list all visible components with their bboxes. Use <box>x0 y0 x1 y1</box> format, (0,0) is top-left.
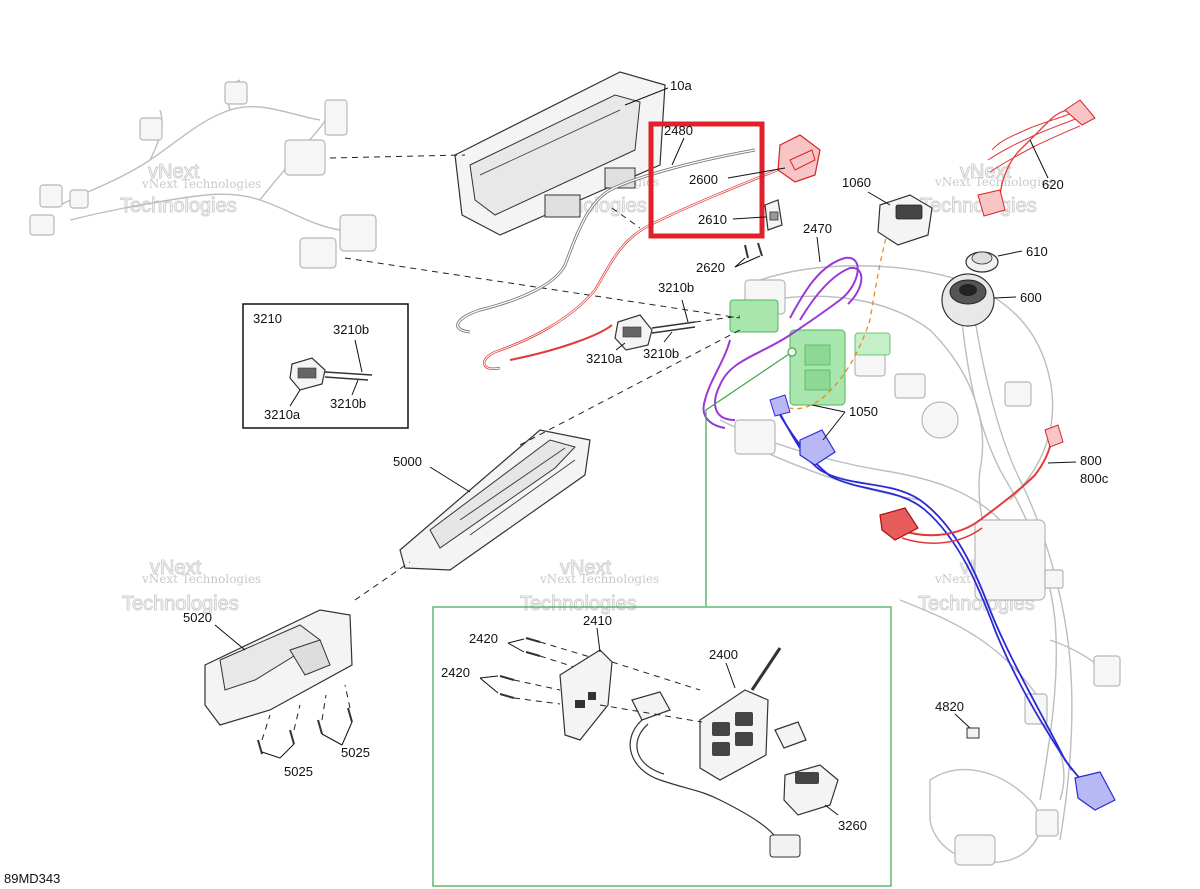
label-2420-bottom: 2420 <box>441 665 470 680</box>
wire-2600 <box>483 134 821 371</box>
watermark-text: vNext Technologies <box>141 177 261 191</box>
watermark-big-2: Technologies <box>122 593 239 615</box>
label-620: 620 <box>1042 177 1064 192</box>
switch-1060: 1060 <box>842 175 933 246</box>
label-3210b-top: 3210b <box>658 280 694 295</box>
connector-3210: 3210b 3210a 3210b <box>586 280 741 366</box>
label-600: 600 <box>1020 290 1042 305</box>
wire-2480 <box>456 148 756 334</box>
screws-5025: 5025 5025 <box>257 684 370 779</box>
watermark-big-2: Technologies <box>120 195 237 217</box>
module-5000: 5000 <box>393 429 591 571</box>
label-2480: 2480 <box>664 123 693 138</box>
label-5020: 5020 <box>183 610 212 625</box>
cluster-harness <box>29 79 377 269</box>
cable-800: 800 800c <box>879 424 1109 544</box>
label-800c: 800c <box>1080 471 1109 486</box>
link-line-orange <box>789 229 889 410</box>
label-5000: 5000 <box>393 454 422 469</box>
main-wiring-harness <box>719 265 1121 866</box>
label-2470: 2470 <box>803 221 832 236</box>
instrument-cluster-10a: 10a <box>454 71 692 236</box>
bracket-5020: 5020 <box>183 609 353 726</box>
link-line <box>329 154 466 159</box>
label-2410: 2410 <box>583 613 612 628</box>
label-2620: 2620 <box>696 260 725 275</box>
inset-2400: 2420 2420 2410 2400 3260 <box>432 347 892 887</box>
inset-3210: 3210 3210b 3210a 3210b <box>242 303 409 429</box>
inset-label-3210b-bot: 3210b <box>330 396 366 411</box>
inset-label-3210a: 3210a <box>264 407 301 422</box>
ignition-600: 600 <box>941 273 1042 327</box>
label-800: 800 <box>1080 453 1102 468</box>
lanyard-620: 620 <box>977 99 1096 217</box>
watermark-text: vNext Technologies <box>141 572 261 586</box>
inset-title-3210: 3210 <box>253 311 282 326</box>
label-2610: 2610 <box>698 212 727 227</box>
label-3210a: 3210a <box>586 351 623 366</box>
label-1050: 1050 <box>849 404 878 419</box>
watermark-big-1: vNext <box>150 557 202 579</box>
wire-1050: 1050 <box>769 394 1116 811</box>
label-4820: 4820 <box>935 699 964 714</box>
label-3260: 3260 <box>838 818 867 833</box>
inset-label-3210b-top: 3210b <box>333 322 369 337</box>
label-10a: 10a <box>670 78 692 93</box>
watermark-big-1: vNext <box>960 161 1012 183</box>
label-5025-right: 5025 <box>341 745 370 760</box>
link-line <box>354 561 411 601</box>
label-2420-top: 2420 <box>469 631 498 646</box>
label-3210b: 3210b <box>643 346 679 361</box>
highlight-box <box>648 121 765 239</box>
connector-2610 <box>764 199 783 231</box>
label-2400: 2400 <box>709 647 738 662</box>
wire-2470: 2470 <box>702 221 863 429</box>
label-610: 610 <box>1026 244 1048 259</box>
watermark-big-2: Technologies <box>520 593 637 615</box>
link-line <box>519 329 741 446</box>
label-2600: 2600 <box>689 172 718 187</box>
part-4820: 4820 <box>935 699 980 739</box>
watermark-text: vNext Technologies <box>934 175 1054 189</box>
watermark-big-1: vNext <box>560 557 612 579</box>
diagram-code: 89MD343 <box>4 871 60 886</box>
watermark-text: vNext Technologies <box>539 572 659 586</box>
watermark-big-1: vNext <box>148 161 200 183</box>
cap-610: 610 <box>965 244 1048 273</box>
terminal-2620: 2620 <box>696 242 763 275</box>
label-5025-left: 5025 <box>284 764 313 779</box>
label-1060: 1060 <box>842 175 871 190</box>
watermark-big-2: Technologies <box>920 195 1037 217</box>
